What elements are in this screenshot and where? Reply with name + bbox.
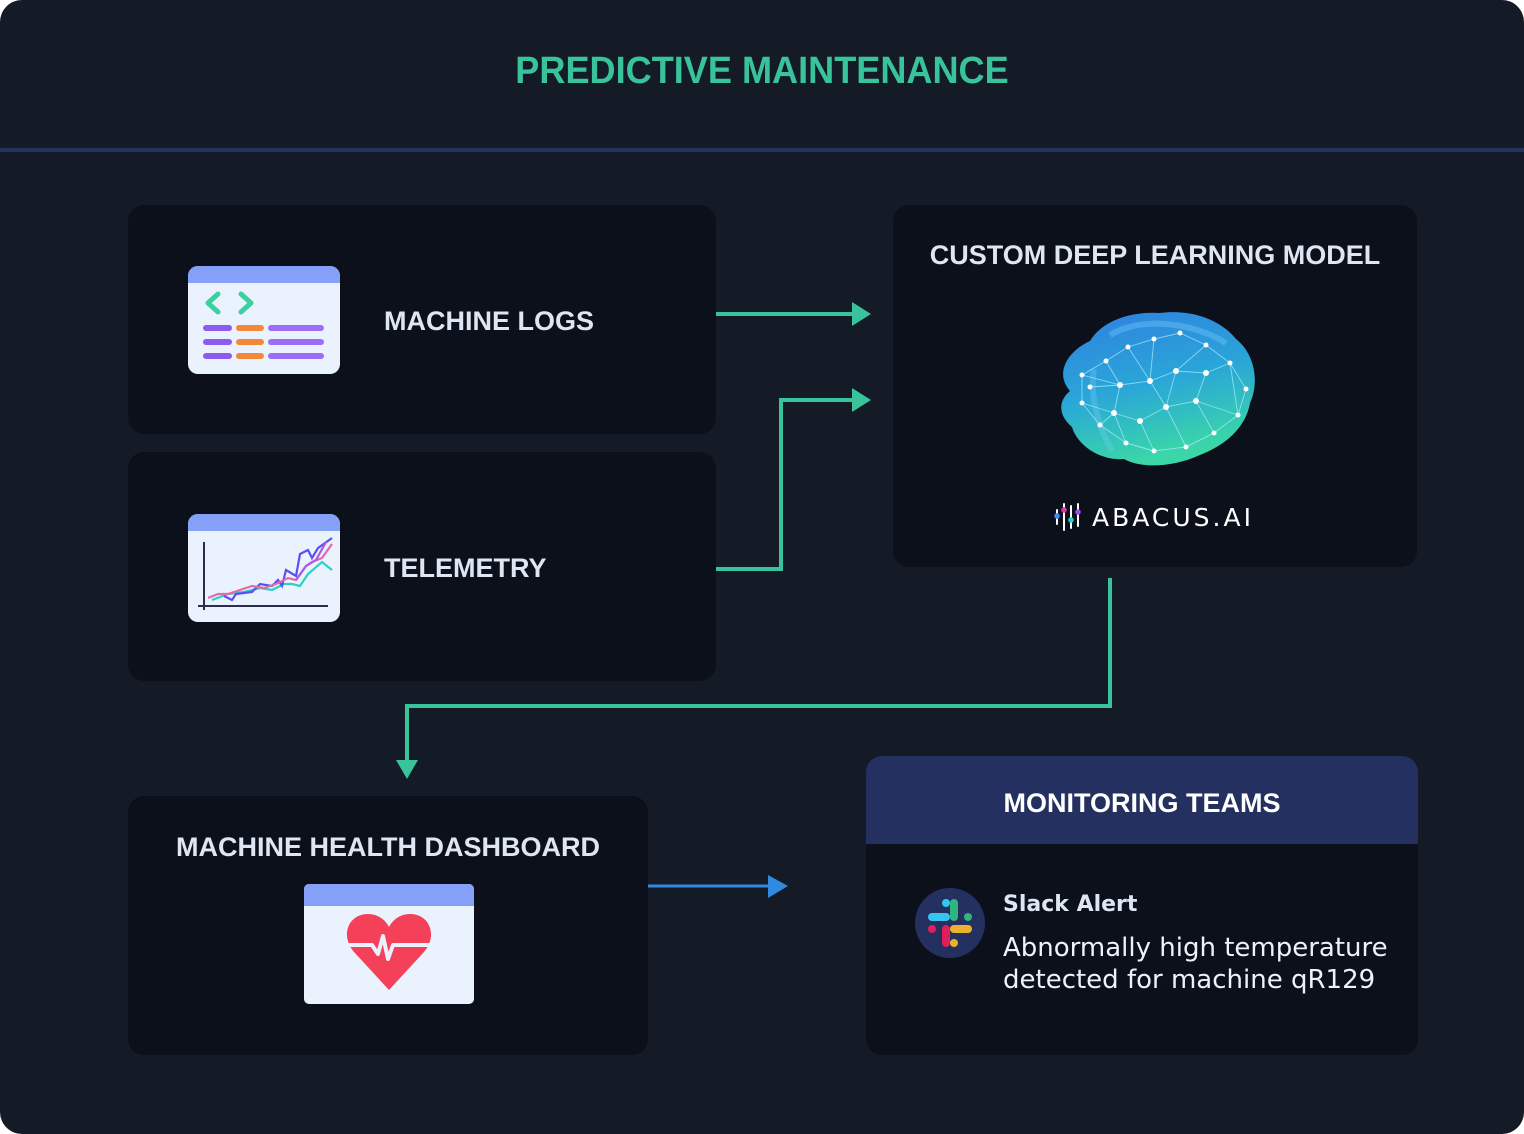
telemetry-label: TELEMETRY [384, 553, 547, 583]
line-chart-icon [188, 514, 340, 622]
page-title: PREDICTIVE MAINTENANCE [515, 50, 1009, 92]
abacus-logo-icon [1054, 503, 1081, 531]
model-title: CUSTOM DEEP LEARNING MODEL [929, 240, 1381, 270]
code-log-icon [188, 266, 340, 374]
slack-alert-message: Abnormally high temperature detected for… [1003, 933, 1388, 995]
machine-health-dashboard-card: MACHINE HEALTH DASHBOARD [128, 796, 648, 1055]
slack-alert-title: Slack Alert [1003, 892, 1138, 917]
neural-brain-icon [1061, 312, 1255, 466]
dashboard-title: MACHINE HEALTH DASHBOARD [176, 832, 600, 862]
machine-logs-card: MACHINE LOGS [128, 205, 716, 434]
heart-pulse-icon [304, 884, 474, 1004]
arrow-dashboard-to-monitoring [648, 875, 788, 898]
monitoring-teams-title: MONITORING TEAMS [1003, 788, 1281, 818]
arrow-logs-to-model [716, 302, 871, 326]
header-divider [0, 148, 1524, 152]
deep-learning-model-card: CUSTOM DEEP LEARNING MODEL [893, 205, 1417, 567]
abacus-brand-text: ABACUS.AI [1092, 502, 1254, 532]
abacus-brand: ABACUS.AI [1054, 502, 1254, 532]
telemetry-card: TELEMETRY [128, 452, 716, 681]
monitoring-teams-header: MONITORING TEAMS [866, 756, 1418, 844]
slack-icon [915, 888, 985, 958]
arrow-telemetry-to-model [716, 388, 871, 571]
machine-logs-label: MACHINE LOGS [384, 306, 595, 336]
